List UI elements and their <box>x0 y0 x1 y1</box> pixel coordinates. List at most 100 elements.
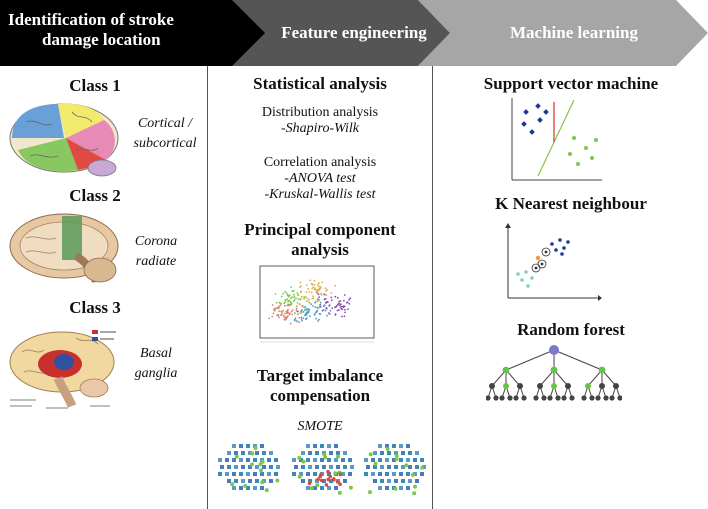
pca-point <box>323 304 326 307</box>
smote-sample <box>408 451 412 455</box>
pca-point <box>307 308 309 311</box>
smote-minority-sample <box>373 461 378 466</box>
pca-point <box>302 317 305 320</box>
statistical-analysis-title: Statistical analysis <box>253 74 387 93</box>
knn-class-a-points <box>550 238 570 256</box>
smote-sample <box>408 465 412 469</box>
smote-minority-sample <box>260 480 265 485</box>
pca-point <box>316 309 319 312</box>
smote-sample <box>320 458 324 462</box>
pca-point <box>308 291 311 293</box>
pca-point <box>297 310 300 313</box>
pca-point <box>328 304 331 306</box>
smote-sample <box>334 486 338 490</box>
pca-point <box>336 309 339 312</box>
pca-point <box>308 302 311 304</box>
class-2-label-line2: radiate <box>135 254 177 269</box>
smote-sample <box>408 479 412 483</box>
pca-point <box>328 313 331 315</box>
pca-point <box>303 306 306 309</box>
pca-point <box>287 303 290 306</box>
pca-point <box>316 291 319 294</box>
smote-sample <box>232 472 236 476</box>
smote-sample <box>343 479 347 483</box>
pca-point <box>343 315 346 318</box>
pca-point <box>285 292 288 295</box>
header-step1-line2: damage location <box>42 30 161 49</box>
smote-sample <box>260 472 264 476</box>
pca-point <box>318 282 320 285</box>
smote-sample <box>315 465 319 469</box>
pca-point <box>321 294 323 296</box>
class-1-label-line1: Cortical / <box>137 116 193 131</box>
smote-sample <box>420 458 424 462</box>
pca-point <box>317 298 319 301</box>
smote-sample <box>385 472 389 476</box>
pca-point <box>297 313 299 315</box>
smote-sample <box>269 465 273 469</box>
pca-point <box>272 308 275 311</box>
pca-point <box>271 315 274 318</box>
pca-title-line1: Principal component <box>244 220 396 239</box>
pca-point <box>317 283 319 286</box>
pca-point <box>285 318 288 320</box>
pca-point <box>319 313 322 315</box>
smote-sample <box>246 472 250 476</box>
smote-minority-sample <box>243 484 248 488</box>
smote-sample <box>253 486 257 490</box>
pca-point <box>273 309 276 312</box>
smote-synthetic-sample <box>328 474 333 479</box>
smote-sample <box>322 465 326 469</box>
tree-leaf <box>609 395 615 401</box>
pca-point <box>322 309 325 311</box>
smote-sample <box>308 479 312 483</box>
smote-minority-sample <box>323 455 328 460</box>
tree-node <box>503 383 509 389</box>
smote-label: SMOTE <box>297 419 343 434</box>
pca-point <box>297 298 300 301</box>
smote-sample <box>334 444 338 448</box>
class-1-title: Class 1 <box>69 76 121 95</box>
pca-point <box>283 316 286 319</box>
smote-sample <box>241 479 245 483</box>
pca-point <box>294 312 296 314</box>
pca-point <box>324 287 327 290</box>
header-arrow-machine-learning <box>418 0 708 66</box>
pca-point <box>324 309 327 312</box>
pca-point <box>283 304 286 307</box>
smote-sample <box>387 451 391 455</box>
header-arrow-identification <box>0 0 265 66</box>
smote-sample <box>232 486 236 490</box>
pca-point <box>319 301 322 304</box>
knn-class-b-points <box>516 270 534 288</box>
tree-leaf <box>541 395 547 401</box>
smote-sample <box>320 444 324 448</box>
smote-sample <box>232 444 236 448</box>
tree-node <box>489 383 495 389</box>
smote-sample <box>336 465 340 469</box>
pca-point <box>337 303 339 306</box>
class-1-label-line2: subcortical <box>133 136 197 151</box>
smote-cluster-original <box>218 444 280 493</box>
pca-point <box>330 292 333 294</box>
pca-point <box>294 317 297 320</box>
pca-point <box>279 304 281 307</box>
pca-point <box>325 306 328 309</box>
smote-synthetic-sample <box>335 480 340 484</box>
distribution-analysis-label: Distribution analysis <box>261 105 379 120</box>
smote-sample <box>274 458 278 462</box>
pca-point <box>313 288 316 291</box>
smote-sample <box>413 472 417 476</box>
pca-point <box>299 291 302 294</box>
pca-point <box>314 306 317 308</box>
smote-minority-sample <box>412 491 417 496</box>
smote-sample <box>394 451 398 455</box>
pca-point <box>282 309 285 312</box>
smote-sample <box>301 465 305 469</box>
smote-sample <box>380 465 384 469</box>
tree-node <box>551 383 557 389</box>
pca-point <box>317 320 319 322</box>
pca-point <box>299 298 302 301</box>
class-1-label: Cortical / subcortical <box>126 114 204 154</box>
knn-illustration <box>505 223 602 301</box>
